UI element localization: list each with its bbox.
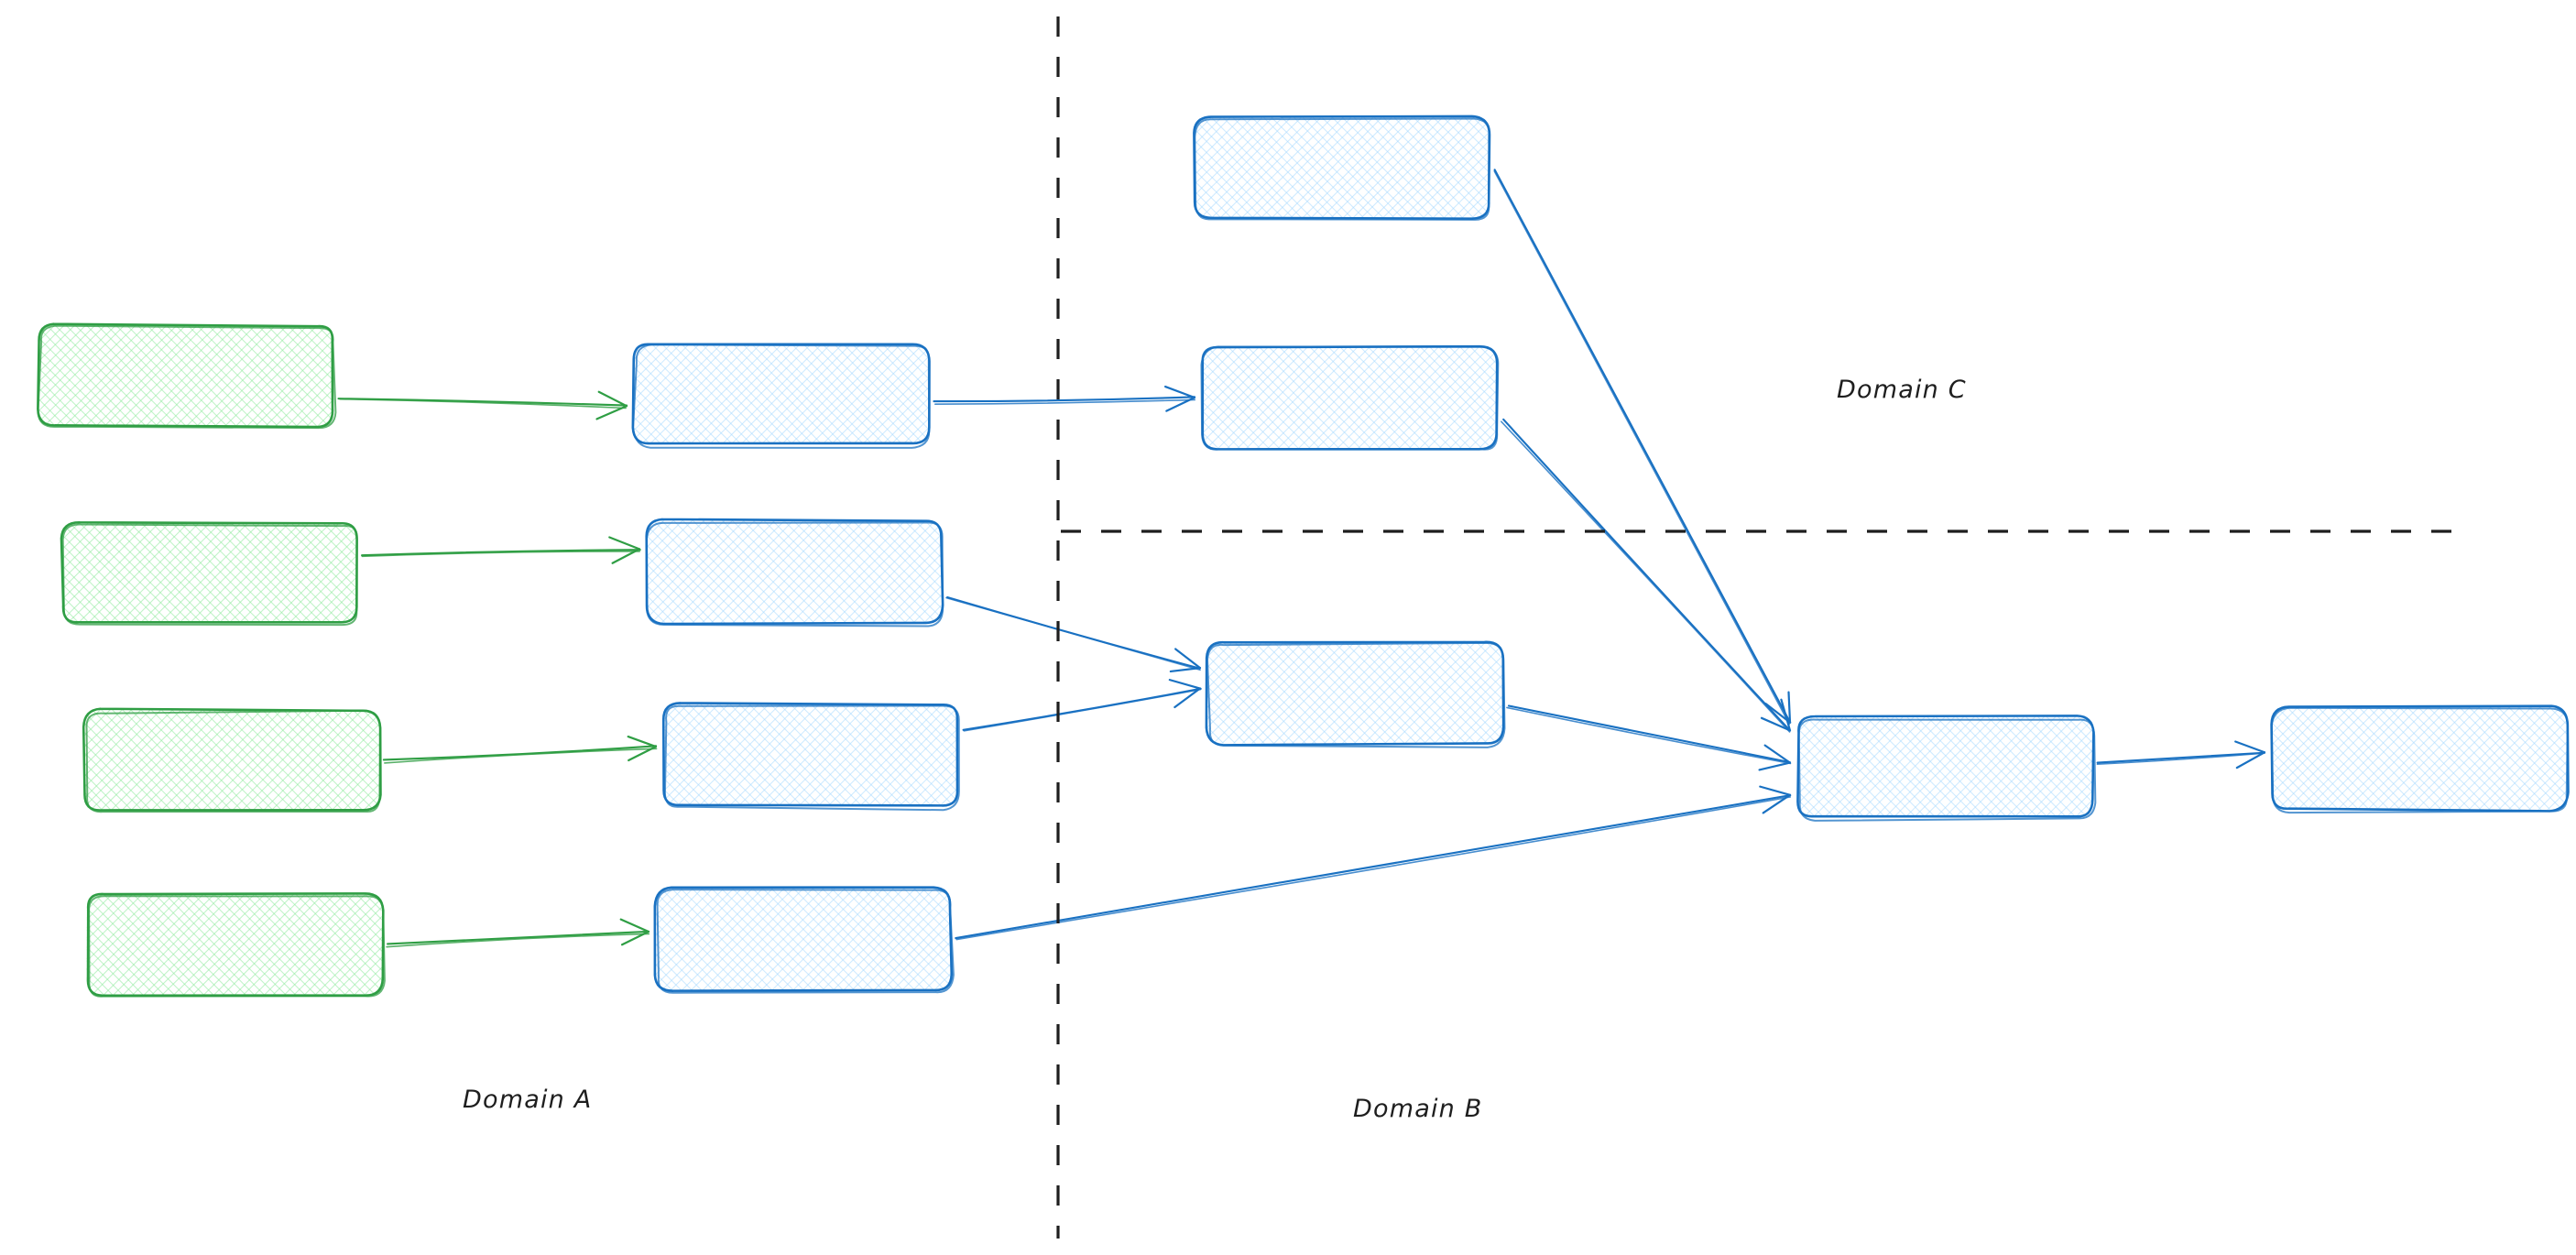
edge-e-a3-b3: [382, 735, 658, 764]
edge-e-a4-b4: [386, 918, 650, 948]
edge-e-c3-d1: [1506, 704, 1792, 771]
edge-e-a2-b2: [361, 536, 641, 564]
edge-e-b3-c3: [962, 679, 1202, 732]
node-a2[interactable]: [0, 517, 479, 628]
edge-e-c2-d1: [1501, 418, 1792, 733]
node-b3[interactable]: [530, 698, 1088, 812]
edge-e-a1-b1: [337, 390, 628, 420]
label-domain-a: Domain A: [463, 1086, 593, 1114]
edge-e-c1-d1: [1493, 169, 1792, 726]
node-b2[interactable]: [516, 515, 1072, 628]
edge-e-b2-c3: [945, 595, 1202, 673]
node-b1[interactable]: [503, 338, 1049, 450]
node-c3[interactable]: [1075, 636, 1632, 749]
node-a1[interactable]: [0, 320, 453, 431]
node-d2[interactable]: [2141, 702, 2576, 815]
node-b4[interactable]: [525, 883, 1083, 997]
label-domain-b: Domain B: [1353, 1095, 1483, 1123]
edge-e-b4-d1: [955, 785, 1792, 941]
label-domain-c: Domain C: [1837, 376, 1967, 404]
node-c2[interactable]: [1070, 341, 1628, 454]
node-a3[interactable]: [0, 704, 499, 816]
edge-e-d1-d2: [2096, 740, 2266, 769]
node-c1[interactable]: [1065, 112, 1610, 224]
node-d1[interactable]: [1668, 711, 2212, 823]
node-a4[interactable]: [0, 888, 514, 1001]
edge-e-b1-c2: [933, 385, 1196, 412]
